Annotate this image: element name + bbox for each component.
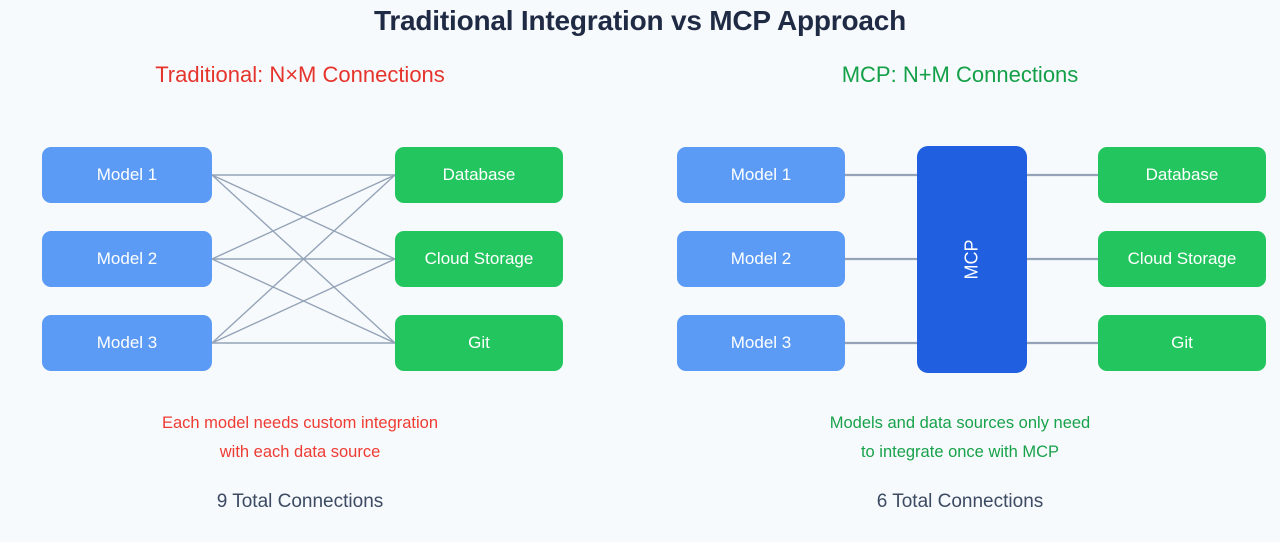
- page-title: Traditional Integration vs MCP Approach: [373, 5, 907, 36]
- mcp-hub-box[interactable]: MCP: [917, 146, 1027, 373]
- mcp-source-box-1[interactable]: Database: [1098, 147, 1266, 203]
- mcp-source-label-2: Cloud Storage: [1127, 249, 1237, 268]
- traditional-source-box-1[interactable]: Database: [395, 147, 563, 203]
- traditional-model-label-2: Model 2: [96, 249, 158, 268]
- mcp-model-box-2[interactable]: Model 2: [677, 231, 845, 287]
- traditional-model-box-1[interactable]: Model 1: [42, 147, 212, 203]
- traditional-model-label-3: Model 3: [96, 333, 158, 352]
- mcp-model-label-2: Model 2: [730, 249, 792, 268]
- mcp-model-label-1: Model 1: [730, 165, 792, 184]
- mcp-total-connections: 6 Total Connections: [876, 491, 1044, 512]
- mcp-model-label-3: Model 3: [730, 333, 792, 352]
- traditional-panel-subtitle: Traditional: N×M Connections: [155, 62, 445, 87]
- traditional-model-box-2[interactable]: Model 2: [42, 231, 212, 287]
- mcp-panel-subtitle: MCP: N+M Connections: [841, 62, 1079, 87]
- traditional-model-label-1: Model 1: [96, 165, 158, 184]
- traditional-source-label-3: Git: [468, 333, 490, 352]
- mcp-source-box-3[interactable]: Git: [1098, 315, 1266, 371]
- mcp-model-box-1[interactable]: Model 1: [677, 147, 845, 203]
- traditional-source-box-3[interactable]: Git: [395, 315, 563, 371]
- traditional-caption-line-1: Each model needs custom integration: [161, 414, 439, 432]
- traditional-caption-line-2: with each data source: [219, 443, 381, 461]
- mcp-model-box-3[interactable]: Model 3: [677, 315, 845, 371]
- mcp-source-box-2[interactable]: Cloud Storage: [1098, 231, 1266, 287]
- mcp-caption: Models and data sources only need to int…: [640, 409, 1280, 467]
- traditional-model-box-3[interactable]: Model 3: [42, 315, 212, 371]
- mcp-hub-label: MCP: [961, 239, 982, 280]
- traditional-source-label-2: Cloud Storage: [424, 249, 534, 268]
- traditional-source-box-2[interactable]: Cloud Storage: [395, 231, 563, 287]
- traditional-total-connections: 9 Total Connections: [216, 491, 384, 512]
- traditional-caption: Each model needs custom integration with…: [0, 409, 600, 467]
- traditional-source-label-1: Database: [442, 165, 516, 184]
- mcp-caption-line-2: to integrate once with MCP: [860, 443, 1060, 461]
- mcp-source-label-3: Git: [1171, 333, 1193, 352]
- mcp-source-label-1: Database: [1145, 165, 1219, 184]
- mcp-caption-line-1: Models and data sources only need: [829, 414, 1091, 432]
